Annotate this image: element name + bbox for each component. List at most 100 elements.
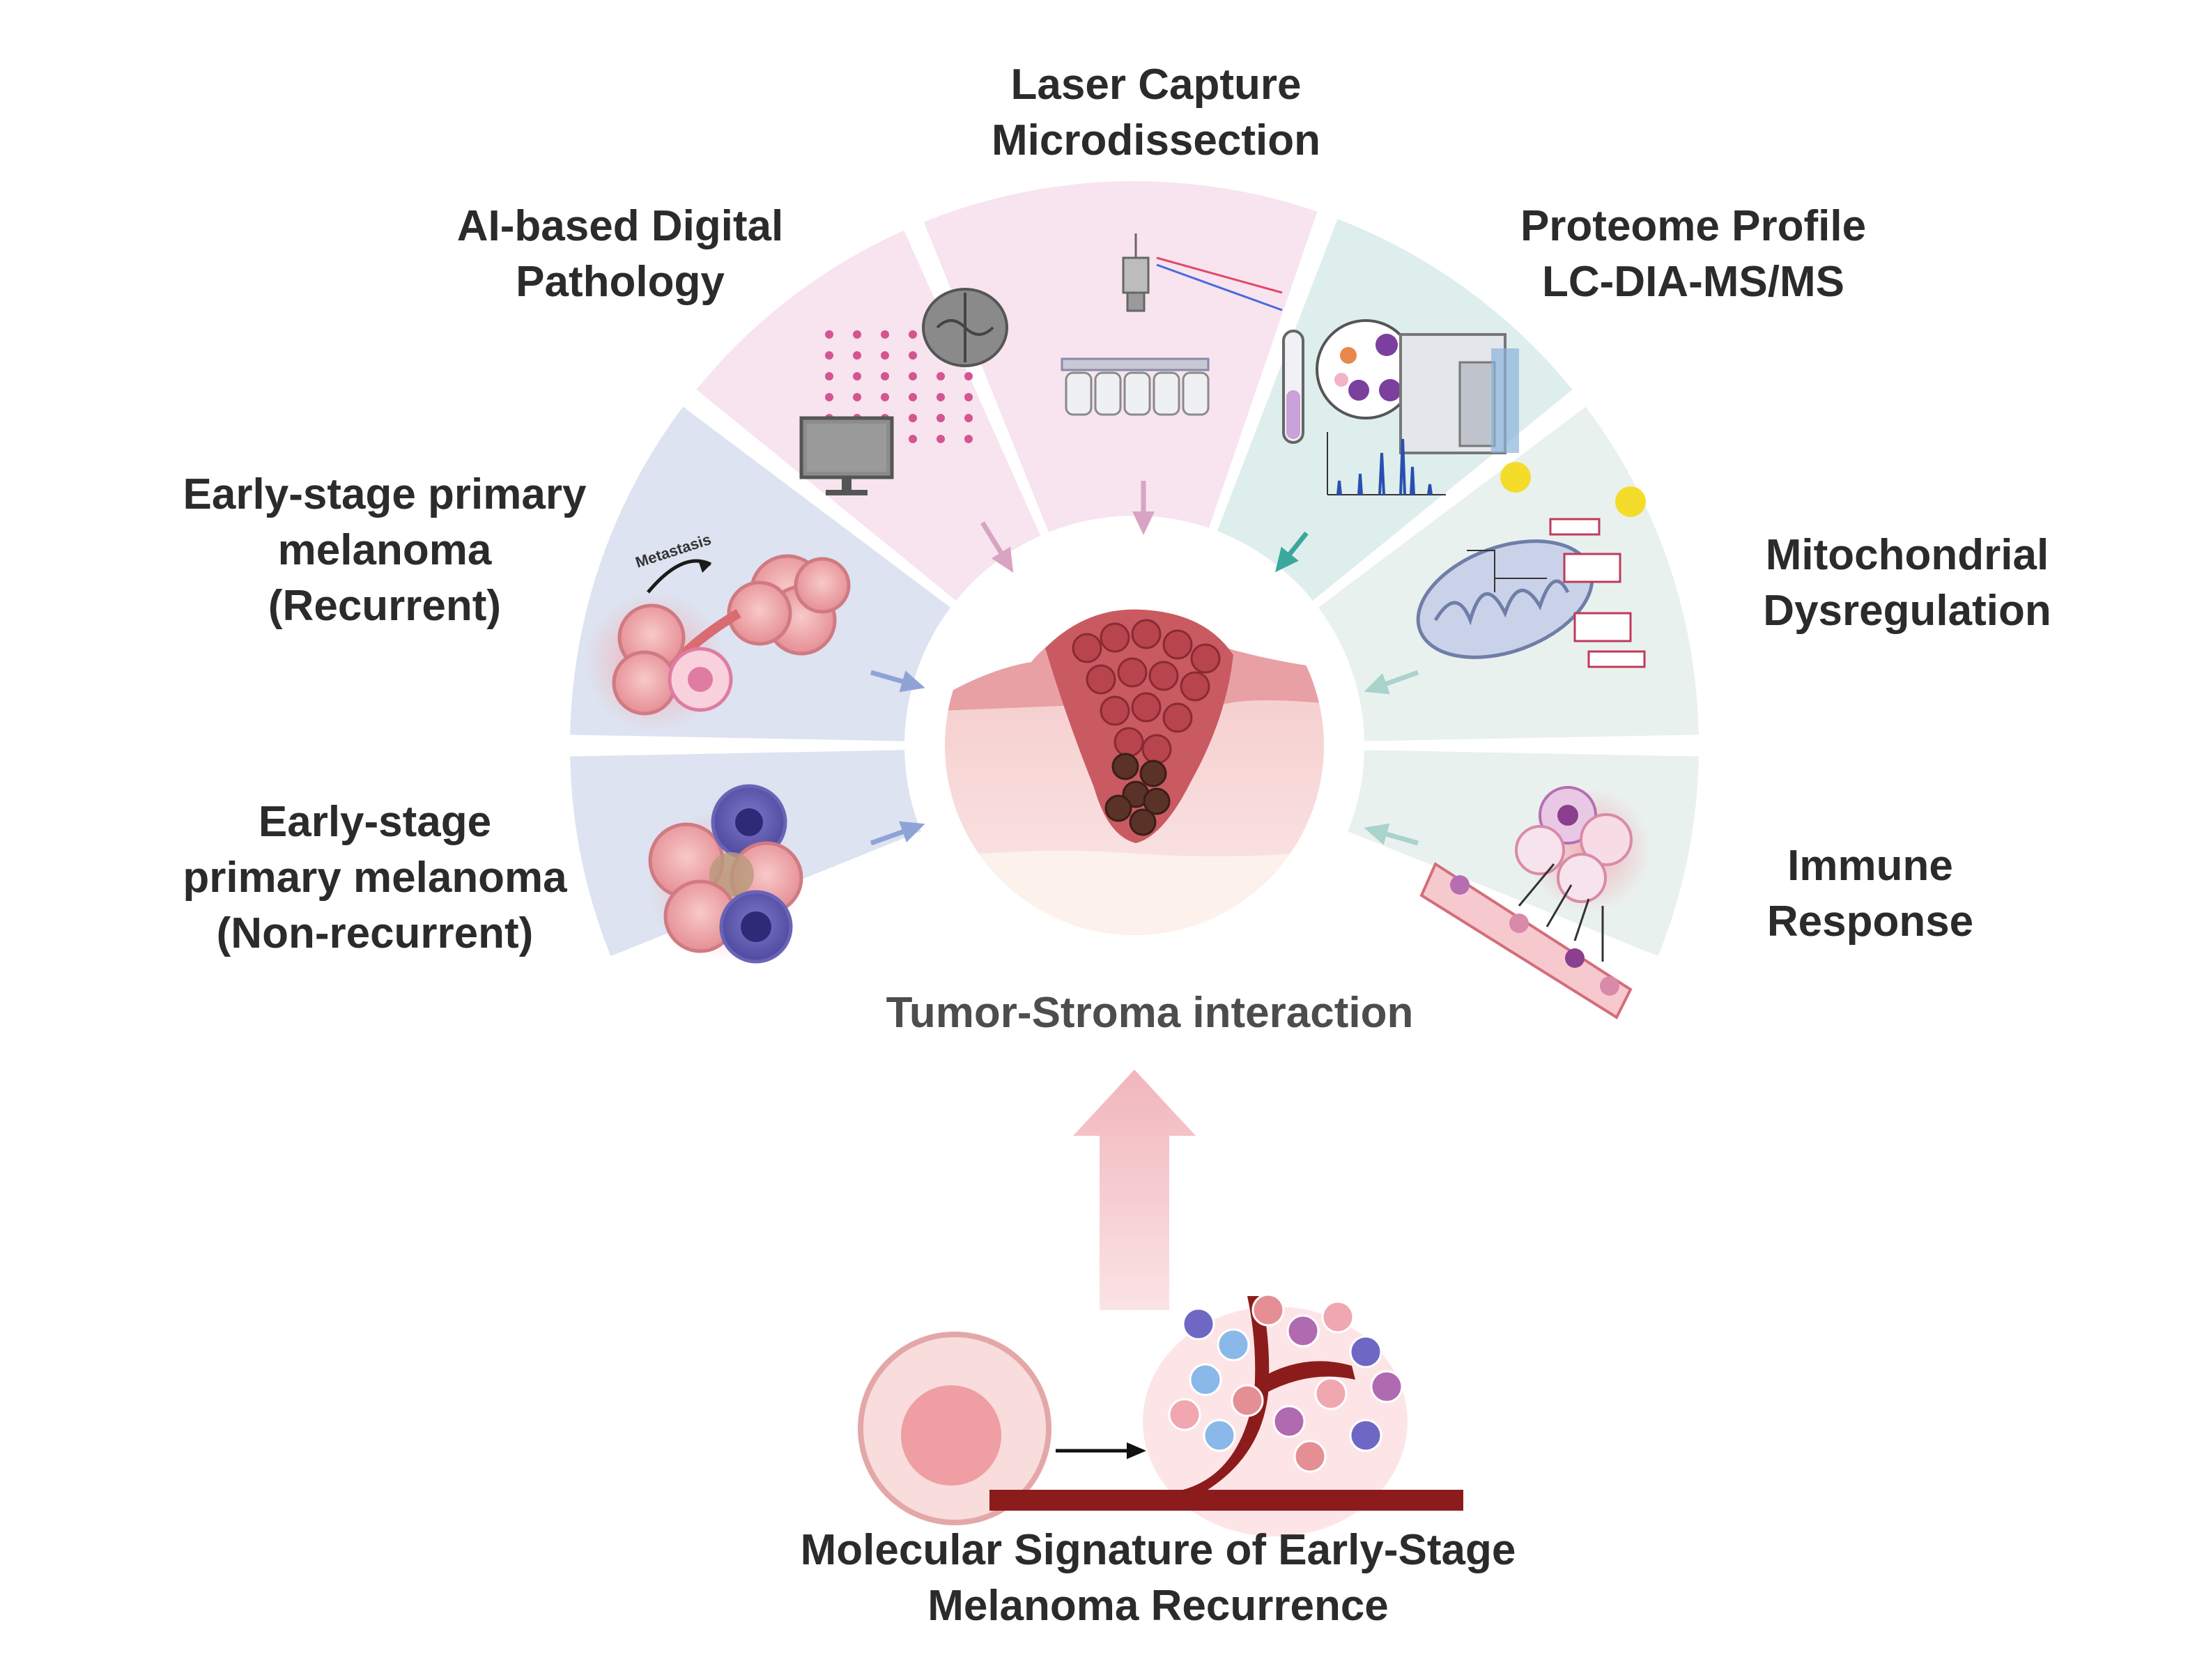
tumor-cell <box>1141 734 1172 764</box>
nn-node <box>909 351 917 360</box>
tme-cell <box>1217 1328 1250 1362</box>
subcutis <box>945 850 1324 935</box>
tme-cell <box>1349 1419 1382 1452</box>
pigmented-cell <box>1129 808 1157 836</box>
nn-node <box>937 372 945 380</box>
collection-tubes <box>1065 371 1210 416</box>
nn-node <box>881 351 889 360</box>
tumor-cell <box>1162 702 1193 733</box>
label-line: Microdissection <box>992 116 1320 164</box>
pigmented-cell <box>1143 787 1171 815</box>
blood-vessel-icon <box>1419 786 1651 1019</box>
microscope-icon <box>1061 233 1283 371</box>
pigmented-cell <box>1111 753 1139 780</box>
label-line: Response <box>1766 897 1974 946</box>
flow-arrow <box>870 821 925 846</box>
label-line: melanoma <box>277 526 492 574</box>
collection-tube <box>1094 371 1122 416</box>
label-line: Mitochondrial <box>1765 531 2049 579</box>
collection-tube <box>1123 371 1151 416</box>
nn-node <box>853 393 861 401</box>
flow-arrow <box>1364 670 1419 695</box>
tme-cell <box>1168 1398 1201 1431</box>
nn-node <box>825 351 833 360</box>
tumor-cell <box>1131 692 1162 723</box>
nn-node <box>881 393 889 401</box>
bottom-illustration <box>858 1293 1463 1536</box>
tme-cell <box>1272 1405 1306 1438</box>
nn-node <box>825 372 833 380</box>
label-line: Early-stage <box>258 798 492 846</box>
flow-arrow <box>1132 481 1155 535</box>
label-line: primary melanoma <box>183 854 567 902</box>
tumor-cell <box>1162 629 1193 660</box>
label-line: Dysregulation <box>1763 587 2051 635</box>
collection-tube <box>1182 371 1210 416</box>
nn-node <box>937 435 945 443</box>
big-up-arrow <box>1073 1070 1196 1310</box>
nn-node <box>853 351 861 360</box>
tumor-cell <box>1113 727 1144 757</box>
label-line: (Non-recurrent) <box>216 909 534 957</box>
segment-ai_pathology <box>696 230 1041 601</box>
nn-node <box>909 435 917 443</box>
nn-node <box>825 393 833 401</box>
ai-pathology-illustration <box>799 288 1008 495</box>
mitochondrion-icon <box>1416 462 1646 668</box>
label-line: Molecular Signature of Early-Stage <box>800 1526 1516 1574</box>
flow-arrow <box>1275 531 1309 573</box>
tme-cell <box>1286 1314 1320 1348</box>
atp-badge <box>1500 462 1531 493</box>
flow-arrow <box>1364 823 1419 846</box>
nn-node <box>881 330 889 339</box>
nn-node <box>964 393 973 401</box>
tme-cell <box>1314 1377 1348 1410</box>
tumor-cells <box>1072 619 1221 836</box>
nn-node <box>964 435 973 443</box>
tme-cell <box>1182 1307 1215 1341</box>
nn-node <box>937 414 945 422</box>
label-line: Proteome Profile <box>1520 202 1867 250</box>
blood-vessel <box>989 1490 1463 1511</box>
nn-node <box>964 414 973 422</box>
cell-cluster-nonrecurrent <box>648 784 803 964</box>
tme-cell <box>1321 1300 1355 1334</box>
label-line: Laser Capture <box>1010 61 1302 109</box>
tme-cell <box>1370 1370 1403 1403</box>
nn-node <box>853 372 861 380</box>
tumor-cell <box>1100 622 1130 653</box>
segment-illustrations: Metastasis <box>585 233 1651 1019</box>
tumor-cell <box>1148 661 1179 691</box>
nn-node <box>881 372 889 380</box>
label-line: Immune <box>1787 842 1953 890</box>
segment-lcm <box>923 181 1318 532</box>
pigmented-cell <box>1139 760 1167 787</box>
cell-cluster-recurrent: Metastasis <box>585 530 851 732</box>
flow-arrow <box>870 670 925 693</box>
label-line: AI-based Digital <box>456 202 784 250</box>
nn-node <box>909 330 917 339</box>
nn-node <box>909 393 917 401</box>
tumor-cell <box>1180 671 1210 702</box>
label-line: Pathology <box>516 258 725 306</box>
collection-tube <box>1153 371 1180 416</box>
tumor-cell <box>1072 633 1102 663</box>
tumor-microenvironment-cells <box>1168 1293 1403 1473</box>
nn-node <box>909 372 917 380</box>
spectrum-chart <box>1327 432 1446 495</box>
tme-cell <box>1203 1419 1236 1452</box>
nn-node <box>909 414 917 422</box>
collection-tube <box>1065 371 1093 416</box>
tumor-cell <box>1131 619 1162 649</box>
tme-cell <box>1231 1384 1264 1417</box>
nn-node <box>825 330 833 339</box>
tme-cell <box>1251 1293 1285 1327</box>
tumor-cell <box>1117 657 1148 688</box>
